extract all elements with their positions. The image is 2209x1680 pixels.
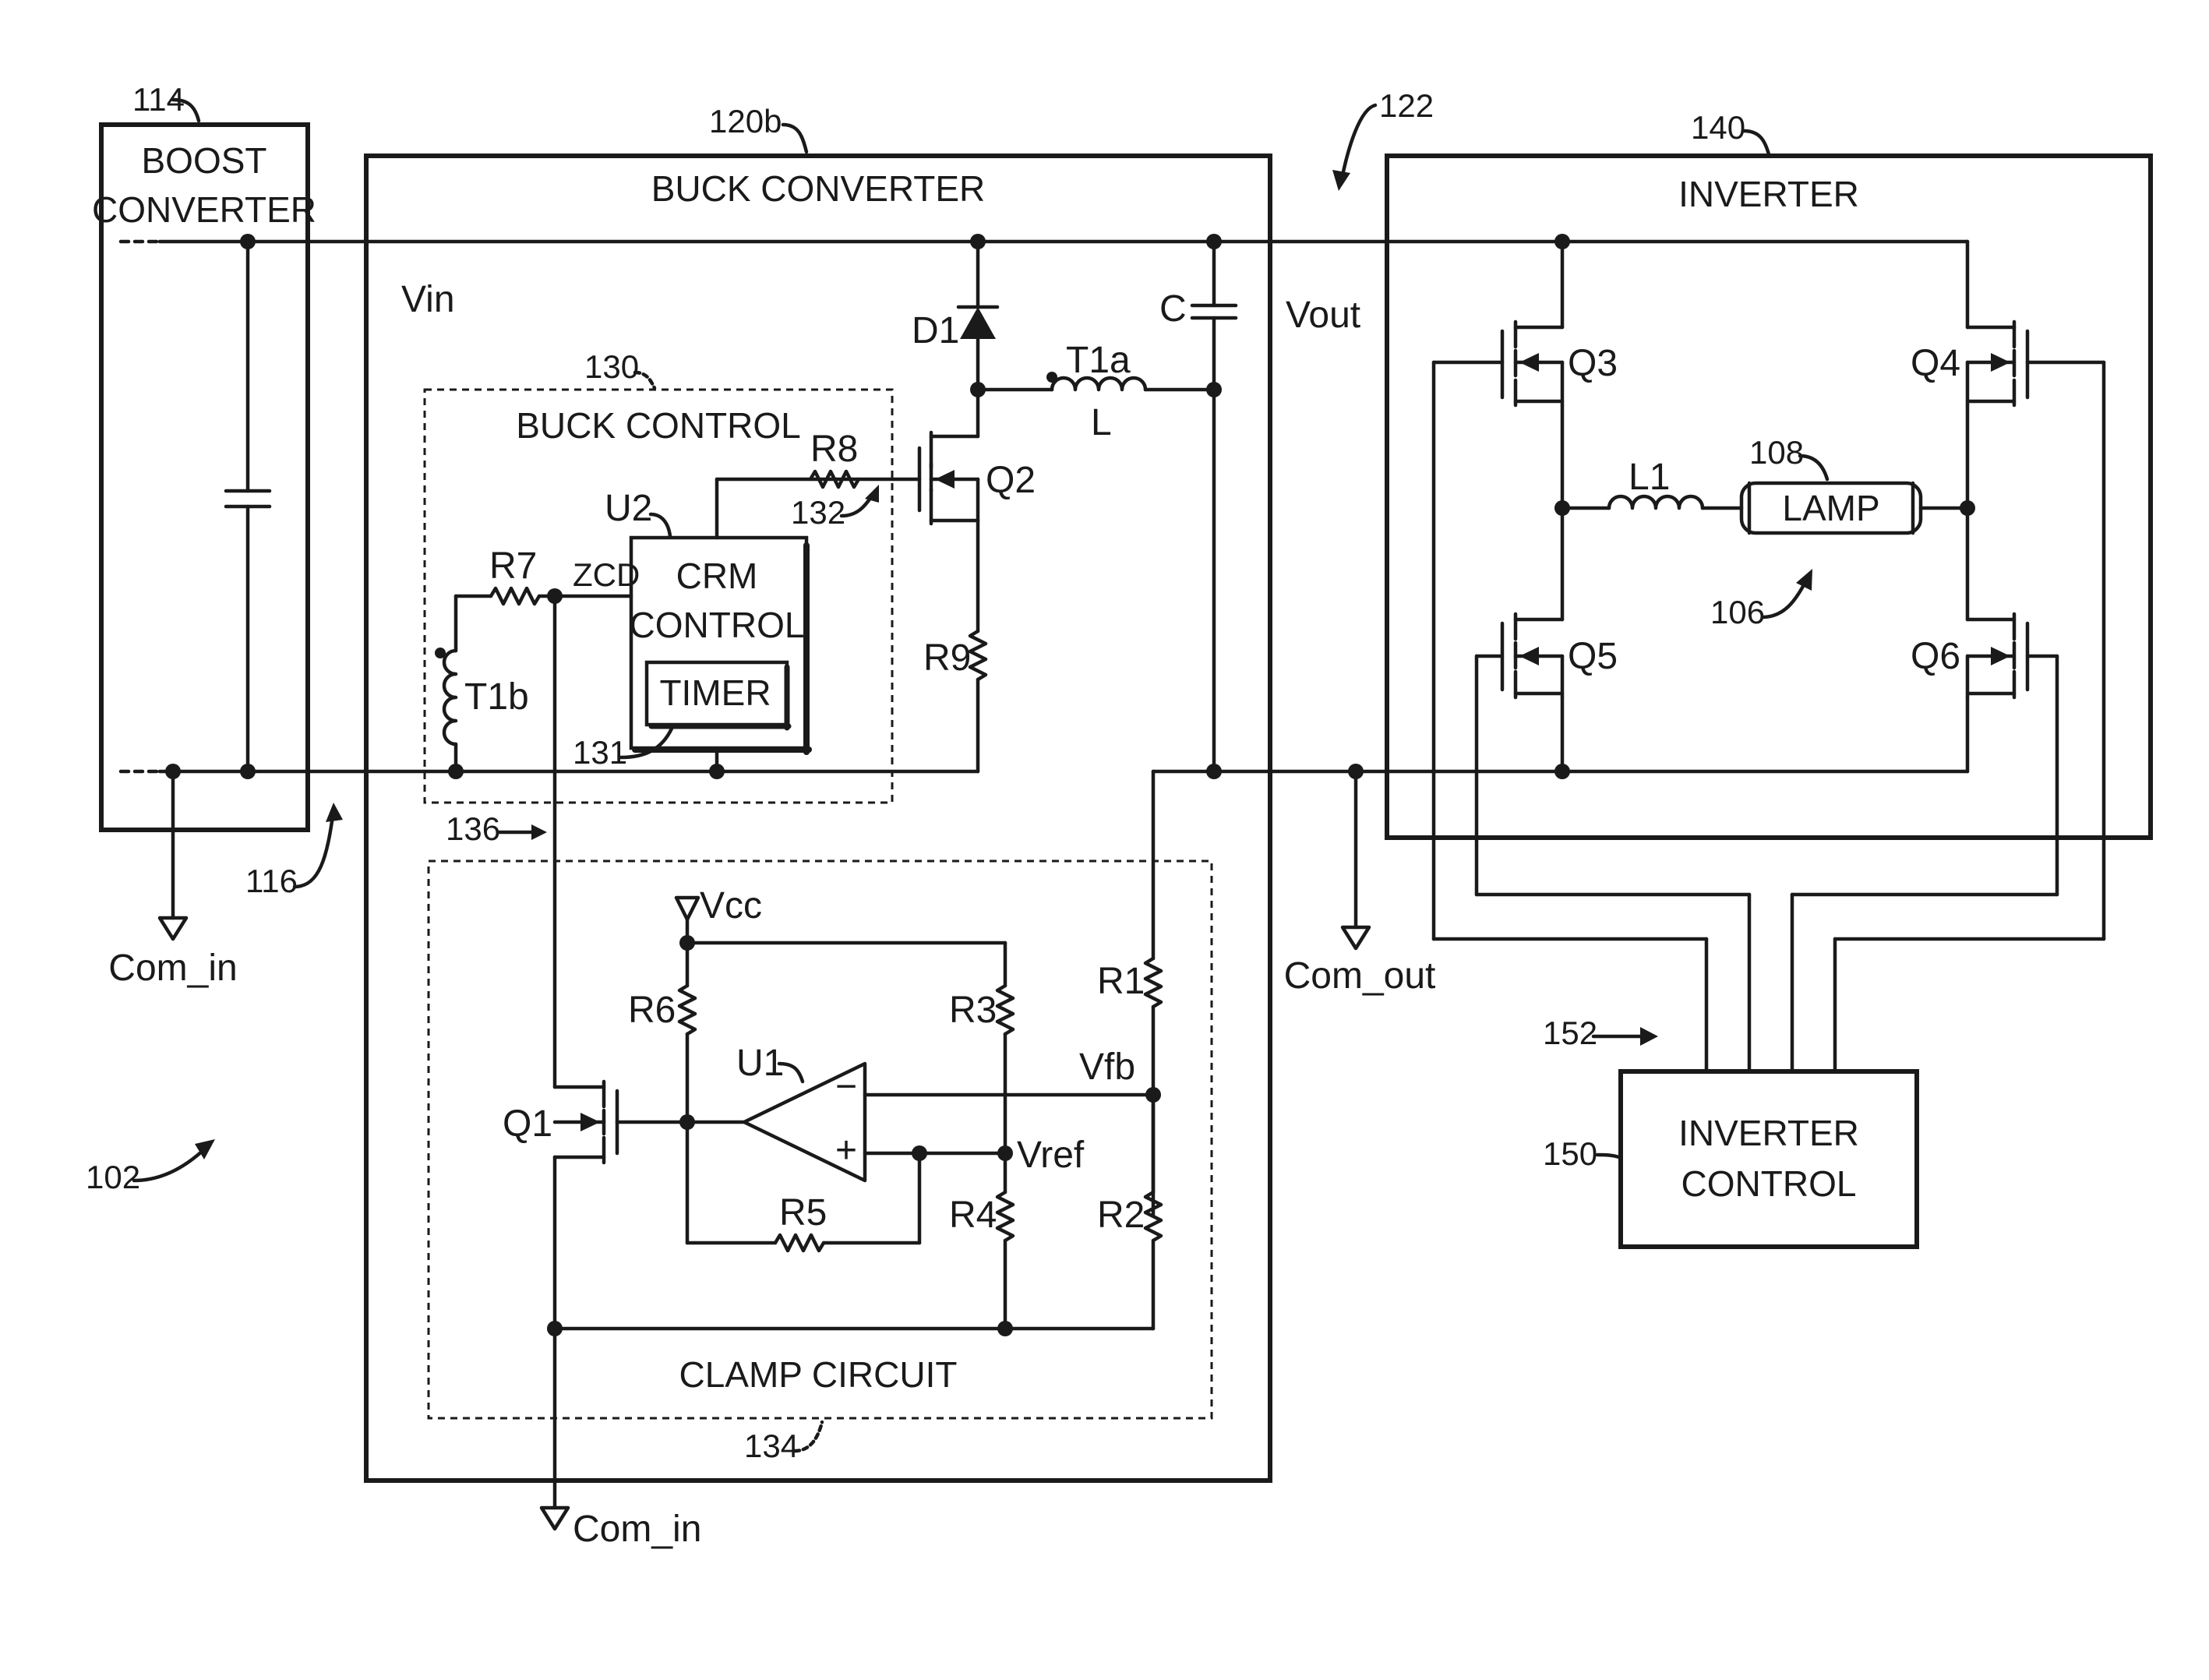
- r1-label: R1: [1097, 961, 1145, 1002]
- q4-label: Q4: [1911, 343, 1960, 384]
- q5-label: Q5: [1568, 636, 1618, 677]
- r9-label: R9: [923, 637, 971, 679]
- ref-106: 106: [1710, 594, 1765, 630]
- buck-control-title: BUCK CONTROL: [516, 405, 800, 446]
- l1-label: L1: [1629, 457, 1670, 498]
- vin-label: Vin: [401, 279, 455, 320]
- ref-152: 152: [1543, 1015, 1597, 1051]
- vfb-label: Vfb: [1079, 1046, 1135, 1088]
- buck-converter-box: [364, 154, 1272, 1483]
- u2-label: U2: [605, 488, 652, 529]
- q3-label: Q3: [1568, 343, 1618, 384]
- inverter-control-title: INVERTER: [1678, 1113, 1859, 1153]
- buck-control-box: [423, 388, 894, 804]
- q2-label: Q2: [986, 460, 1036, 501]
- q6-label: Q6: [1911, 636, 1960, 677]
- vref-label: Vref: [1017, 1135, 1085, 1176]
- inverter-title: INVERTER: [1678, 174, 1859, 214]
- ref-116: 116: [245, 863, 298, 899]
- com-in-bottom-label: Com_in: [573, 1509, 701, 1550]
- boost-converter-title-2: CONVERTER: [92, 189, 316, 230]
- ref-136: 136: [446, 810, 500, 847]
- r8-label: R8: [810, 429, 858, 470]
- q1-label: Q1: [503, 1103, 552, 1145]
- t1b-label: T1b: [464, 676, 529, 718]
- inverter-control-ref: 150: [1543, 1135, 1597, 1172]
- lamp-title: LAMP: [1782, 488, 1879, 528]
- buck-converter-ref: 120b: [709, 103, 782, 139]
- crm-control-title-2: CONTROL: [630, 605, 805, 645]
- t1a-label: T1a: [1066, 340, 1131, 381]
- r7-label: R7: [489, 545, 537, 587]
- com-in-left-label: Com_in: [108, 948, 237, 989]
- ref-102: 102: [86, 1159, 140, 1195]
- r4-label: R4: [949, 1195, 997, 1236]
- crm-control-title: CRM: [676, 556, 758, 596]
- ref-122: 122: [1379, 87, 1434, 124]
- boost-converter-title: BOOST: [141, 140, 266, 181]
- timer-title: TIMER: [659, 672, 771, 713]
- timer-ref: 131: [573, 734, 627, 771]
- inverter-ref: 140: [1691, 109, 1745, 146]
- u1-label: U1: [736, 1043, 784, 1084]
- zcd-label: ZCD: [573, 556, 640, 593]
- inverter-box: [1385, 154, 2153, 840]
- r6-label: R6: [628, 990, 676, 1031]
- clamp-circuit-ref: 134: [744, 1428, 799, 1464]
- opamp-minus: −: [835, 1066, 857, 1107]
- buck-converter-title: BUCK CONVERTER: [651, 168, 986, 209]
- c-label: C: [1159, 288, 1187, 330]
- d1-label: D1: [912, 310, 959, 351]
- r3-label: R3: [949, 990, 997, 1031]
- inverter-control-title-2: CONTROL: [1681, 1163, 1857, 1204]
- vout-label: Vout: [1286, 295, 1360, 336]
- opamp-plus: +: [835, 1130, 857, 1171]
- boost-converter-box: [99, 122, 310, 832]
- ref-132: 132: [791, 494, 845, 531]
- r5-label: R5: [779, 1192, 827, 1234]
- vcc-label: Vcc: [700, 885, 762, 926]
- buck-control-ref: 130: [584, 348, 639, 385]
- clamp-circuit-box: [427, 859, 1213, 1420]
- com-out-label: Com_out: [1284, 955, 1436, 997]
- lamp-ref: 108: [1749, 434, 1804, 471]
- l-label: L: [1091, 402, 1112, 443]
- inverter-control-box: [1618, 1069, 1919, 1249]
- clamp-circuit-title: CLAMP CIRCUIT: [679, 1354, 958, 1395]
- r2-label: R2: [1097, 1195, 1145, 1236]
